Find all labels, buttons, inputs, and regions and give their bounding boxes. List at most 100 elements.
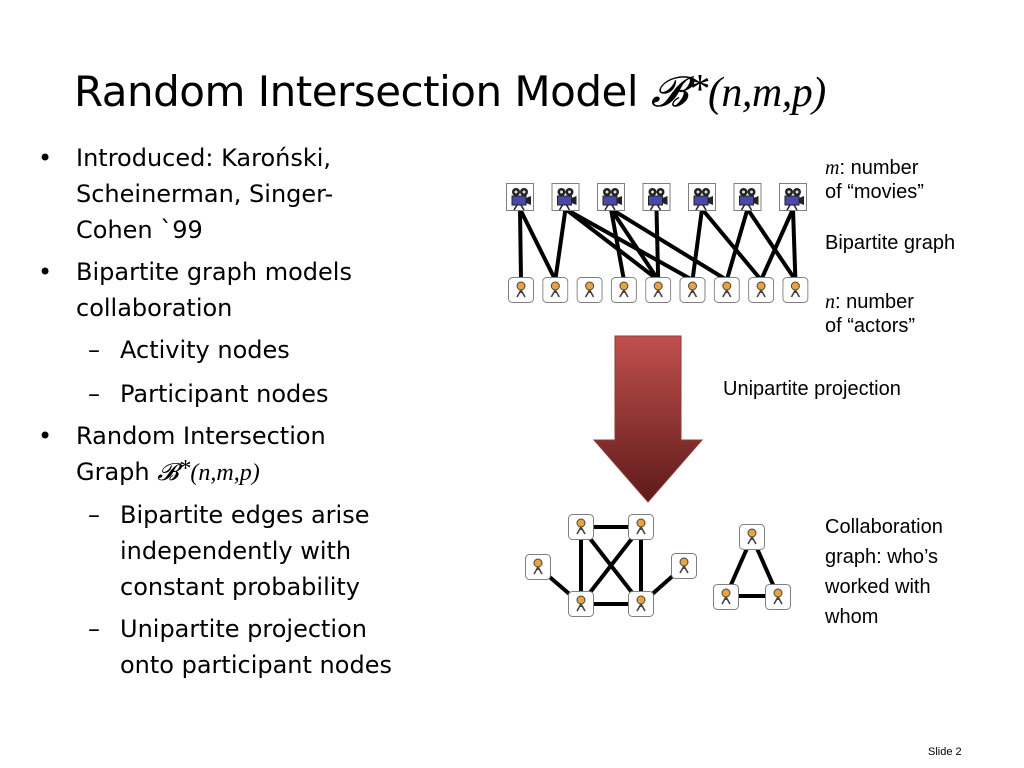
m-label-text: : number (839, 157, 919, 179)
subbullet-activity: – Activity nodes (38, 332, 458, 368)
movie-camera-icon (506, 183, 534, 211)
actor-nodes (508, 277, 809, 303)
collab-label-line: Collaboration (825, 516, 943, 538)
movie-camera-icon (688, 183, 716, 211)
actor-node-icon (628, 591, 654, 617)
title-math-args: (n,m,p) (707, 70, 826, 116)
actor-node-icon (713, 584, 739, 610)
bipartite-edges (518, 207, 798, 282)
actor-node-icon (739, 524, 765, 550)
graph-word: Graph (76, 458, 158, 486)
subbullet-text: Unipartite projection (120, 615, 367, 643)
down-arrow-icon (592, 335, 704, 503)
movie-camera-icon (642, 183, 671, 211)
subbullet-marker: – (88, 501, 100, 529)
subbullet-text: Participant nodes (120, 380, 329, 408)
movie-camera-icon (551, 183, 580, 211)
movie-camera-icon (779, 183, 807, 211)
bipartite-graph-label: Bipartite graph (825, 232, 956, 254)
collaboration-graph-label: Collaboration graph: who’s worked with w… (825, 512, 943, 632)
bullet-random-intersection: • Random Intersection Graph 𝓑*(n,m,p) (38, 418, 458, 491)
bipartite-edge (518, 208, 558, 281)
bipartite-edge (724, 208, 750, 281)
actor-person-icon (645, 277, 672, 303)
m-label: m: number of “movies” (825, 156, 924, 204)
subbullet-edges: – Bipartite edges arise independently wi… (38, 497, 458, 605)
bullet-bipartite: • Bipartite graph models collaboration (38, 254, 458, 326)
actor-person-icon (610, 277, 637, 303)
subbullet-marker: – (88, 380, 100, 408)
bipartite-edge (791, 208, 798, 281)
actor-person-icon (713, 277, 740, 303)
m-label-line: m: number (825, 156, 924, 180)
bipartite-edge (745, 207, 798, 282)
graph-math-args: (n,m,p) (190, 460, 260, 486)
actor-person-icon (782, 277, 809, 303)
subbullet-participant: – Participant nodes (38, 376, 458, 412)
bipartite-edge (564, 207, 694, 282)
actor-node-icon (568, 514, 594, 540)
actor-person-icon (576, 277, 603, 303)
actor-node-icon (671, 553, 697, 579)
subbullet-projection: – Unipartite projection onto participant… (38, 611, 458, 683)
bipartite-edge (564, 207, 660, 282)
bipartite-edge (609, 208, 626, 281)
subbullet-text: Activity nodes (120, 336, 290, 364)
bullet-list: • Introduced: Karoński, Scheinerman, Sin… (38, 140, 458, 683)
title-math-symbol: 𝓑 (650, 70, 688, 116)
collab-label-line: whom (825, 606, 879, 628)
movie-camera-icon (733, 183, 762, 211)
collaboration-graph-right (713, 524, 791, 610)
bullet-marker: • (38, 422, 53, 450)
subbullet-marker: – (88, 336, 100, 364)
bullet-text-line: collaboration (76, 294, 233, 322)
slide-title: Random Intersection Model 𝓑*(n,m,p) (74, 62, 994, 123)
bullet-introduced: • Introduced: Karoński, Scheinerman, Sin… (38, 140, 458, 248)
bipartite-edge (690, 208, 704, 281)
subbullet-marker: – (88, 615, 100, 643)
slide-number: Slide 2 (928, 746, 962, 758)
movie-camera-icon (597, 183, 625, 211)
n-label-text: : number (835, 291, 914, 313)
unipartite-projection-label: Unipartite projection (723, 378, 901, 400)
collab-edge (579, 525, 643, 606)
bipartite-edge (553, 208, 568, 281)
bullet-text-line: Random Intersection (76, 422, 326, 450)
subbullet-text: onto participant nodes (120, 651, 392, 679)
title-math-sup: * (687, 67, 708, 113)
collaboration-graph-left (525, 514, 697, 617)
actor-node-icon (628, 514, 654, 540)
bullet-text-line: Introduced: Karoński, (76, 144, 332, 172)
bipartite-edge (609, 207, 728, 282)
bipartite-edge (654, 208, 661, 281)
bullet-marker: • (38, 258, 53, 286)
n-label-line: of “actors” (825, 315, 916, 337)
bullet-text-line: Scheinerman, Singer- (76, 180, 334, 208)
graph-math-sup: * (178, 456, 191, 482)
subbullet-text: independently with (120, 537, 352, 565)
bipartite-edge (518, 208, 523, 281)
bullet-text-line: Cohen `99 (76, 216, 203, 244)
collab-label-line: graph: who’s (825, 546, 939, 568)
actor-person-icon (748, 277, 775, 303)
m-variable: m (825, 157, 840, 179)
m-label-line: of “movies” (825, 181, 924, 203)
actor-person-icon (508, 277, 534, 303)
actor-node-icon (525, 554, 551, 580)
actor-person-icon (542, 277, 569, 303)
subbullet-text: Bipartite edges arise (120, 501, 370, 529)
subbullet-text: constant probability (120, 573, 361, 601)
actor-node-icon (765, 584, 791, 610)
bullet-text-line: Bipartite graph models (76, 258, 352, 286)
graph-math-symbol: 𝓑 (157, 460, 179, 486)
n-label-line: n: number (825, 290, 915, 314)
collab-label-line: worked with (825, 576, 931, 598)
bipartite-edge (759, 208, 795, 281)
n-label: n: number of “actors” (825, 290, 915, 338)
actor-node-icon (568, 591, 594, 617)
movie-nodes (506, 183, 807, 211)
title-text: Random Intersection Model (74, 67, 651, 116)
bullet-marker: • (38, 144, 53, 172)
